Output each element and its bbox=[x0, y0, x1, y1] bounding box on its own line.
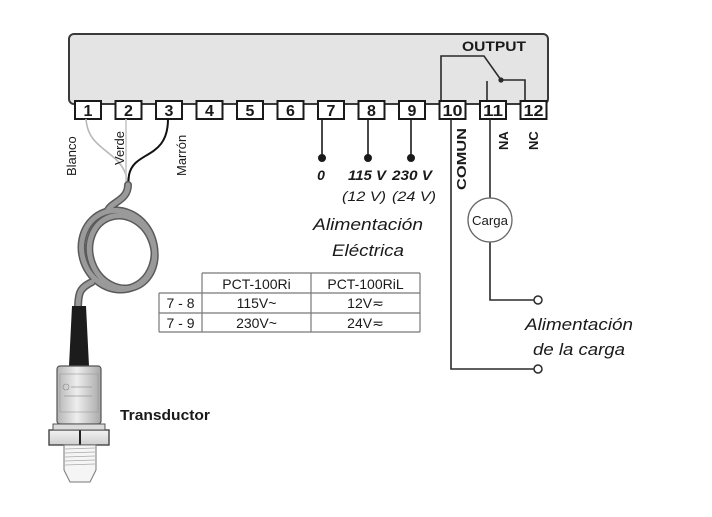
terminal-box bbox=[438, 100, 467, 120]
table-cell: 115V~ bbox=[237, 295, 277, 311]
terminal-box bbox=[236, 100, 264, 120]
terminal-number: 12 bbox=[524, 103, 544, 120]
wire-label-marron: Marrón bbox=[174, 135, 189, 176]
table-cell: 12V≂ bbox=[347, 295, 384, 311]
power-label-115v: 115 V bbox=[348, 167, 388, 183]
terminal-number: 8 bbox=[367, 103, 376, 120]
wire-label-verde: Verde bbox=[112, 131, 127, 165]
terminal-number: 6 bbox=[286, 103, 295, 120]
terminal-box bbox=[317, 100, 345, 120]
terminal-number: 7 bbox=[327, 103, 336, 120]
output-label-na: NA bbox=[496, 131, 511, 150]
power-label-230v: 230 V bbox=[391, 167, 434, 183]
terminal-3: 3 bbox=[155, 100, 183, 120]
load-supply-terminal-top bbox=[533, 295, 543, 305]
power-title-line1: Alimentación bbox=[312, 215, 423, 234]
terminal-number: 10 bbox=[443, 103, 463, 120]
load-supply-terminal-bottom bbox=[533, 364, 543, 374]
terminal-1: 1 bbox=[74, 100, 102, 120]
controller-body bbox=[68, 33, 549, 105]
terminal-12: 12 bbox=[519, 100, 548, 120]
terminal-number: 1 bbox=[84, 103, 93, 120]
terminal-6: 6 bbox=[276, 100, 305, 120]
cable-strain-relief bbox=[69, 306, 89, 366]
terminal-5: 5 bbox=[236, 100, 264, 120]
terminal-number: 9 bbox=[408, 103, 417, 120]
transducer-body bbox=[56, 365, 102, 425]
voltage-table: PCT-100Ri PCT-100RiL 7 - 8 115V~ 12V≂ 7 - 9 23… bbox=[158, 272, 421, 333]
terminal-box bbox=[276, 100, 305, 120]
terminal-number: 3 bbox=[165, 103, 174, 120]
load-supply-line2: de la carga bbox=[533, 340, 625, 359]
terminal-4: 4 bbox=[195, 100, 224, 120]
table-cell: 230V~ bbox=[236, 315, 277, 331]
output-label-comun: COMUN bbox=[454, 128, 469, 190]
terminal-box bbox=[114, 100, 143, 120]
load-supply-line1: Alimentación bbox=[524, 315, 633, 334]
terminal-box bbox=[195, 100, 224, 120]
table-header-cell: PCT-100RiL bbox=[327, 276, 403, 292]
terminal-box bbox=[74, 100, 102, 120]
terminal-number: 11 bbox=[483, 103, 503, 120]
terminal-number: 2 bbox=[124, 103, 133, 120]
terminal-box bbox=[519, 100, 548, 120]
terminal-10: 10 bbox=[438, 100, 467, 120]
terminal-box bbox=[479, 100, 507, 120]
table-cell: 24V≂ bbox=[347, 315, 384, 331]
sensor-wires bbox=[85, 118, 169, 186]
coiled-cable bbox=[74, 181, 159, 314]
terminal-2: 2 bbox=[114, 100, 143, 120]
power-alt-label-12v: (12 V) bbox=[342, 188, 386, 204]
terminal-box bbox=[398, 100, 426, 120]
table-cell: 7 - 9 bbox=[166, 315, 194, 331]
power-leads bbox=[317, 119, 415, 163]
terminal-8: 8 bbox=[357, 100, 386, 120]
terminal-7: 7 bbox=[317, 100, 345, 120]
wire-marron bbox=[127, 118, 169, 186]
terminal-11: 11 bbox=[479, 100, 507, 120]
output-circuit bbox=[450, 119, 534, 370]
table-header-cell: PCT-100Ri bbox=[222, 276, 290, 292]
terminal-number: 5 bbox=[246, 103, 255, 120]
terminal-box bbox=[357, 100, 386, 120]
terminal-number: 4 bbox=[205, 103, 214, 120]
terminal-9: 9 bbox=[398, 100, 426, 120]
transducer-thread bbox=[63, 444, 97, 483]
transducer bbox=[48, 306, 110, 483]
output-label-nc: NC bbox=[526, 131, 541, 150]
wire-label-blanco: Blanco bbox=[64, 136, 79, 176]
power-label-0: 0 bbox=[317, 167, 325, 183]
load-label: Carga bbox=[472, 213, 509, 228]
table-cell: 7 - 8 bbox=[166, 295, 194, 311]
power-title-line2: Eléctrica bbox=[332, 241, 404, 260]
output-label: OUTPUT bbox=[462, 38, 526, 54]
transducer-label: Transductor bbox=[120, 407, 210, 424]
power-alt-label-24v: (24 V) bbox=[392, 188, 436, 204]
load-circle bbox=[467, 197, 513, 243]
